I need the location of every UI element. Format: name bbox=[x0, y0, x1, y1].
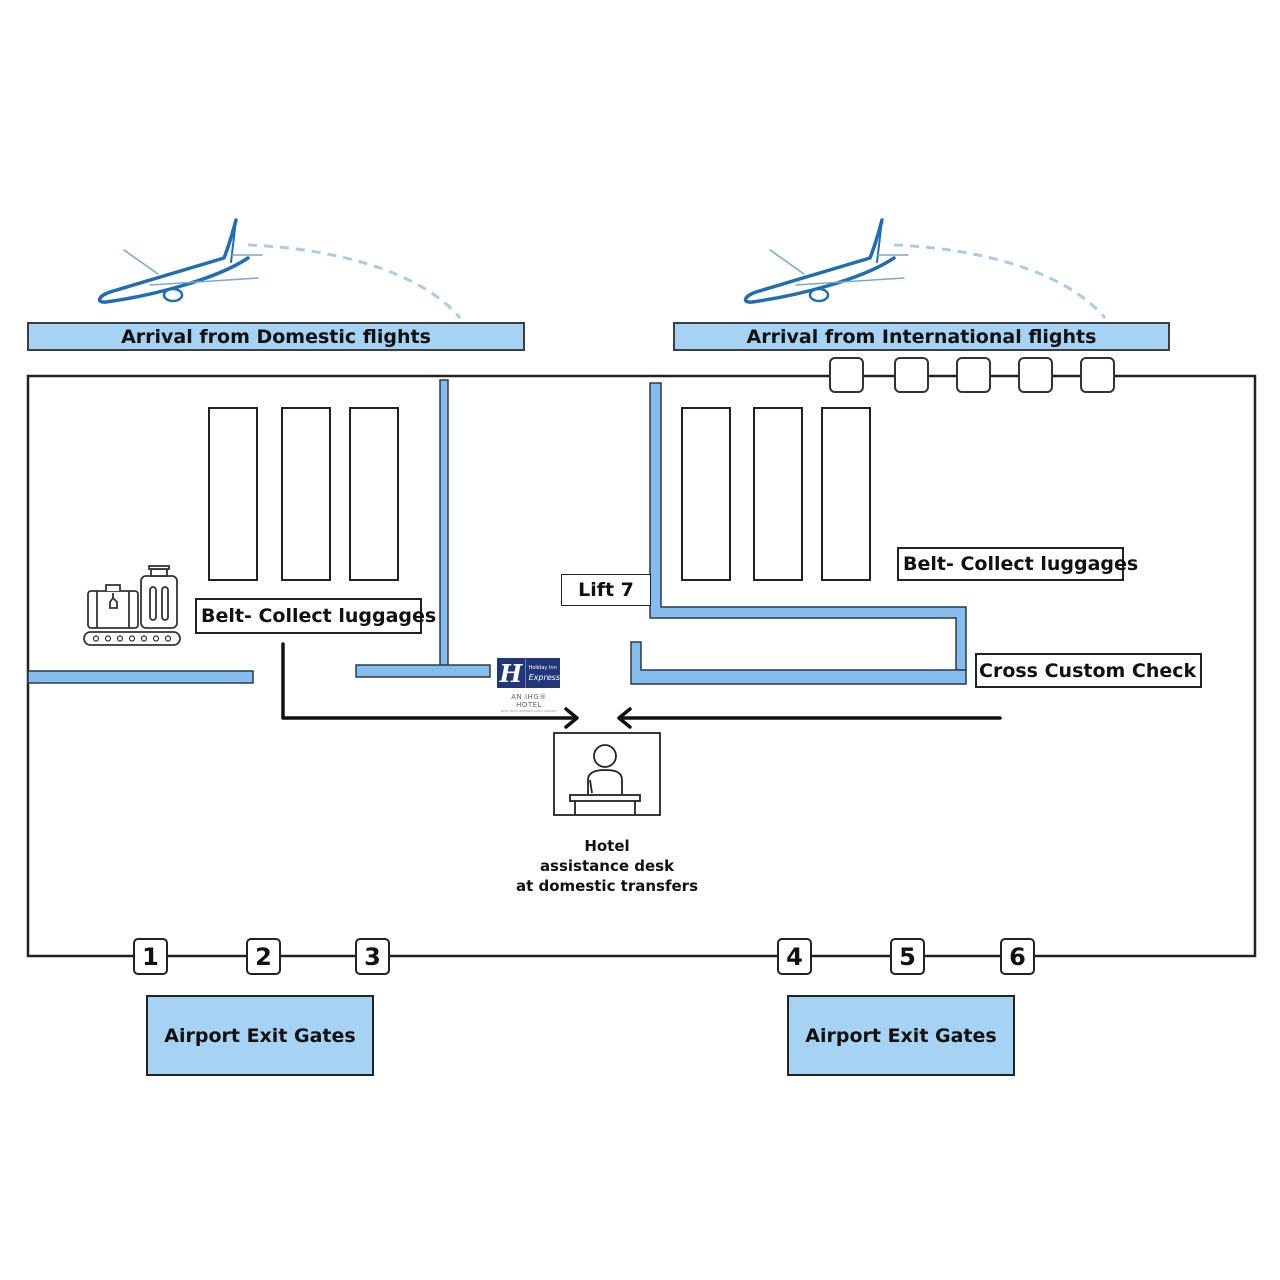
label-lift: Lift 7 bbox=[561, 574, 651, 606]
banner-domestic-arrival: Arrival from Domestic flights bbox=[27, 322, 525, 351]
domestic-baggage-belts bbox=[208, 407, 399, 581]
arrow-domestic-to-desk bbox=[281, 642, 578, 720]
wall-left-horizontal bbox=[27, 670, 254, 684]
exit-gates-box-left: Airport Exit Gates bbox=[146, 995, 374, 1076]
desk-caption: Hotel assistance desk at domestic transf… bbox=[497, 836, 717, 896]
arrival-gate bbox=[1080, 357, 1115, 393]
flow-arrows bbox=[281, 642, 1002, 729]
airplane-icon bbox=[97, 218, 263, 304]
luggage-conveyor-icon bbox=[83, 565, 181, 646]
exit-gate: 5 bbox=[890, 938, 925, 975]
flight-trail-international bbox=[893, 243, 1107, 319]
exit-gate: 2 bbox=[246, 938, 281, 975]
baggage-belt bbox=[208, 407, 258, 581]
baggage-belt bbox=[349, 407, 399, 581]
exit-gate: 3 bbox=[355, 938, 390, 975]
label-custom-check: Cross Custom Check bbox=[975, 653, 1202, 688]
desk-caption-line: at domestic transfers bbox=[515, 877, 699, 895]
logo-brand-line1: Holiday Inn bbox=[528, 665, 557, 671]
baggage-belt bbox=[681, 407, 731, 581]
reception-desk-icon bbox=[553, 732, 661, 816]
wall-international-lower bbox=[630, 641, 967, 685]
baggage-belt bbox=[281, 407, 331, 581]
logo-brand-line2: Express bbox=[528, 673, 560, 682]
logo-mark: H bbox=[497, 658, 526, 688]
banner-international-arrival: Arrival from International flights bbox=[673, 322, 1170, 351]
arrival-gate bbox=[1018, 357, 1053, 393]
desk-caption-line: Hotel bbox=[584, 837, 630, 855]
exit-gates-box-right: Airport Exit Gates bbox=[787, 995, 1015, 1076]
international-baggage-belts bbox=[681, 407, 871, 581]
arrival-gate bbox=[829, 357, 864, 393]
airplane-icon bbox=[743, 218, 909, 304]
arrival-gate bbox=[956, 357, 991, 393]
logo-tagline: AN IHG® HOTEL bbox=[511, 693, 547, 709]
arrival-gate bbox=[894, 357, 929, 393]
baggage-belt bbox=[821, 407, 871, 581]
exit-gate: 6 bbox=[1000, 938, 1035, 975]
flight-trail-domestic bbox=[247, 243, 462, 319]
label-belt-domestic: Belt- Collect luggages bbox=[195, 598, 436, 634]
desk-caption-line: assistance desk bbox=[539, 857, 675, 875]
exit-gate: 1 bbox=[133, 938, 168, 975]
wall-center-horizontal bbox=[355, 664, 491, 678]
logo-subtext: NEW DELHI INTERNATIONAL AIRPORT bbox=[501, 709, 557, 713]
label-belt-international: Belt- Collect luggages bbox=[897, 547, 1138, 581]
baggage-belt bbox=[753, 407, 803, 581]
holiday-inn-express-logo: H Holiday Inn Express AN IHG® HOTEL NEW … bbox=[497, 658, 561, 714]
exit-gate: 4 bbox=[777, 938, 812, 975]
wall-center-vertical bbox=[439, 379, 449, 667]
